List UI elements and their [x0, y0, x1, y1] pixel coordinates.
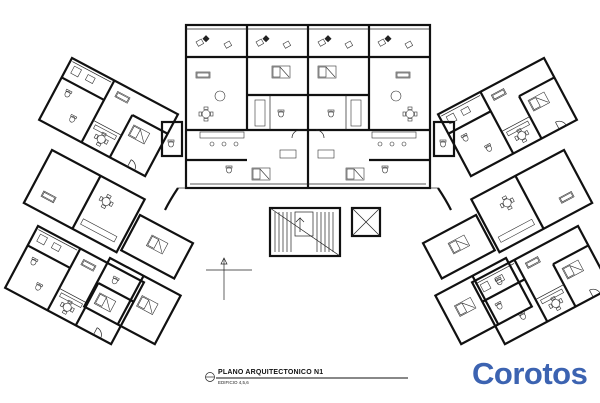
title-block	[205, 372, 408, 382]
corotos-logo: Corotos	[472, 356, 588, 391]
left-wing	[5, 58, 195, 346]
section-marker	[206, 257, 252, 300]
drawing-title: PLANO ARQUITECTONICO N1	[218, 369, 324, 376]
drawing-subtitle: EDIFICIO 4,5,6	[218, 380, 249, 385]
elevator	[350, 206, 382, 238]
right-wing	[421, 58, 600, 346]
staircase	[268, 206, 342, 258]
center-block	[184, 23, 432, 190]
